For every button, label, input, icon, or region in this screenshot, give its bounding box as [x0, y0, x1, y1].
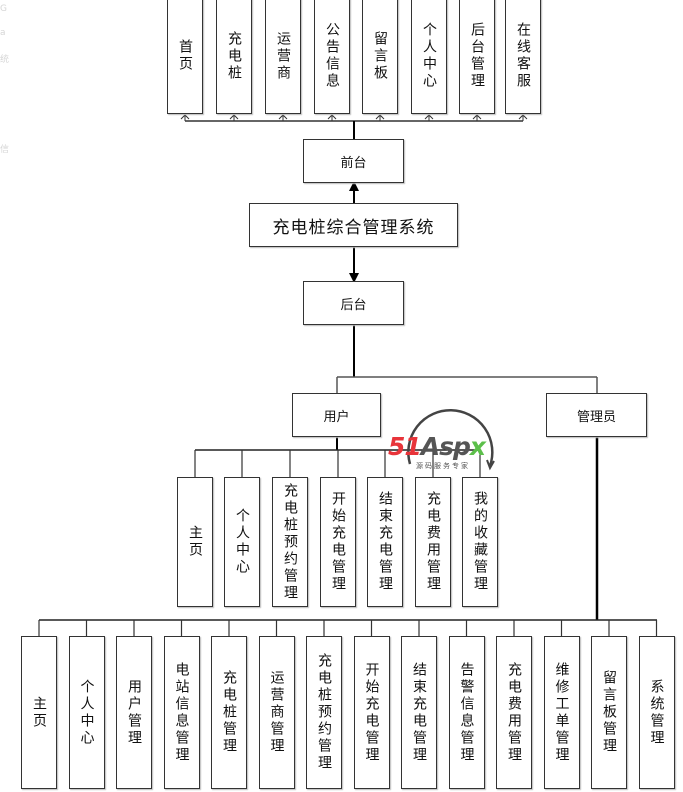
front-module-node-label: 运营商 — [275, 30, 291, 82]
admin-module-node: 主页 — [21, 636, 57, 789]
arrowhead-icon — [229, 114, 239, 120]
front-module-node-label: 留言板 — [372, 30, 388, 82]
admin-module-node: 充电桩管理 — [211, 636, 247, 789]
admin-module-node: 电站信息管理 — [163, 636, 200, 789]
front-module-node: 留言板 — [362, 0, 398, 114]
user-module-node: 主页 — [177, 477, 213, 607]
front-module-node: 公告信息 — [314, 0, 350, 114]
user-module-node-label: 充电费用管理 — [425, 491, 441, 593]
user-module-node: 开始充电管理 — [320, 477, 356, 607]
admin-role-label: 管理员 — [576, 409, 616, 425]
admin-module-node-label: 主页 — [31, 695, 47, 730]
edge-artifact: 统 — [0, 55, 10, 65]
arrowhead-icon — [327, 114, 337, 120]
admin-module-node: 系统管理 — [638, 636, 675, 789]
user-module-node-label: 充电桩预约管理 — [282, 482, 298, 602]
system-title-node: 充电桩综合管理系统 — [249, 203, 458, 247]
user-module-node-label: 主页 — [187, 525, 203, 559]
user-module-node-label: 结束充电管理 — [377, 491, 393, 593]
admin-module-node: 用户管理 — [116, 636, 152, 789]
admin-module-node: 留言板管理 — [591, 636, 627, 789]
user-module-node: 充电费用管理 — [415, 477, 451, 607]
edge-artifact: G — [0, 4, 7, 14]
user-module-node: 充电桩预约管理 — [272, 477, 308, 607]
back-node-label: 后台 — [340, 297, 367, 313]
admin-module-node: 开始充电管理 — [353, 636, 390, 789]
arrowhead-icon — [472, 114, 482, 120]
admin-module-node-label: 用户管理 — [126, 678, 142, 747]
front-module-node-label: 在线客服 — [515, 22, 531, 90]
admin-module-node-label: 个人中心 — [78, 678, 95, 747]
admin-module-node-label: 充电桩预约管理 — [316, 653, 332, 772]
admin-module-node: 充电桩预约管理 — [306, 636, 342, 789]
admin-module-node: 充电费用管理 — [496, 636, 532, 789]
front-module-node-label: 首页 — [177, 39, 193, 73]
user-role-node: 用户 — [292, 393, 381, 437]
front-module-node: 后台管理 — [459, 0, 495, 114]
admin-module-node: 维修工单管理 — [543, 636, 580, 789]
user-module-node-label: 个人中心 — [234, 508, 250, 576]
front-module-node: 充电桩 — [216, 0, 252, 114]
admin-module-node-label: 结束充电管理 — [411, 661, 427, 764]
front-module-node: 首页 — [167, 0, 203, 114]
admin-module-node: 运营商管理 — [258, 636, 295, 789]
front-node: 前台 — [303, 139, 404, 183]
admin-module-node: 个人中心 — [68, 636, 105, 789]
user-module-node-label: 我的收藏管理 — [472, 491, 488, 593]
arrowhead-icon — [518, 114, 528, 120]
front-module-node: 在线客服 — [505, 0, 541, 114]
front-module-node-label: 公告信息 — [324, 22, 340, 90]
arrowhead-icon — [424, 114, 434, 120]
user-module-node-label: 开始充电管理 — [330, 491, 346, 593]
admin-module-node-label: 开始充电管理 — [363, 661, 380, 764]
admin-module-node-label: 运营商管理 — [268, 670, 285, 755]
admin-module-node-label: 告警信息管理 — [458, 661, 475, 764]
admin-module-node-label: 维修工单管理 — [553, 661, 570, 764]
admin-module-node-label: 系统管理 — [648, 678, 665, 747]
user-module-node: 我的收藏管理 — [462, 477, 498, 607]
system-title: 充电桩综合管理系统 — [272, 217, 435, 238]
admin-module-node-label: 充电费用管理 — [506, 661, 522, 764]
admin-module-node: 结束充电管理 — [401, 636, 437, 789]
user-role-label: 用户 — [323, 409, 350, 425]
front-module-node: 运营商 — [265, 0, 301, 114]
user-module-node: 结束充电管理 — [367, 477, 403, 607]
arrowhead-icon — [180, 114, 190, 120]
back-node: 后台 — [303, 281, 404, 325]
admin-module-node-label: 留言板管理 — [601, 670, 617, 755]
admin-module-node: 告警信息管理 — [448, 636, 485, 789]
front-module-node-label: 充电桩 — [226, 30, 242, 82]
front-module-node-label: 个人中心 — [421, 22, 437, 90]
admin-module-node-label: 电站信息管理 — [173, 661, 190, 764]
front-module-node-label: 后台管理 — [469, 22, 485, 90]
front-module-node: 个人中心 — [411, 0, 447, 114]
arrowhead-icon — [278, 114, 288, 120]
user-module-node: 个人中心 — [224, 477, 260, 607]
edge-artifact: 信 — [0, 145, 10, 155]
edge-artifact: a — [0, 28, 6, 38]
admin-module-node-label: 充电桩管理 — [221, 670, 237, 755]
front-node-label: 前台 — [340, 155, 367, 171]
admin-role-node: 管理员 — [546, 393, 647, 437]
arrowhead-icon — [375, 114, 385, 120]
